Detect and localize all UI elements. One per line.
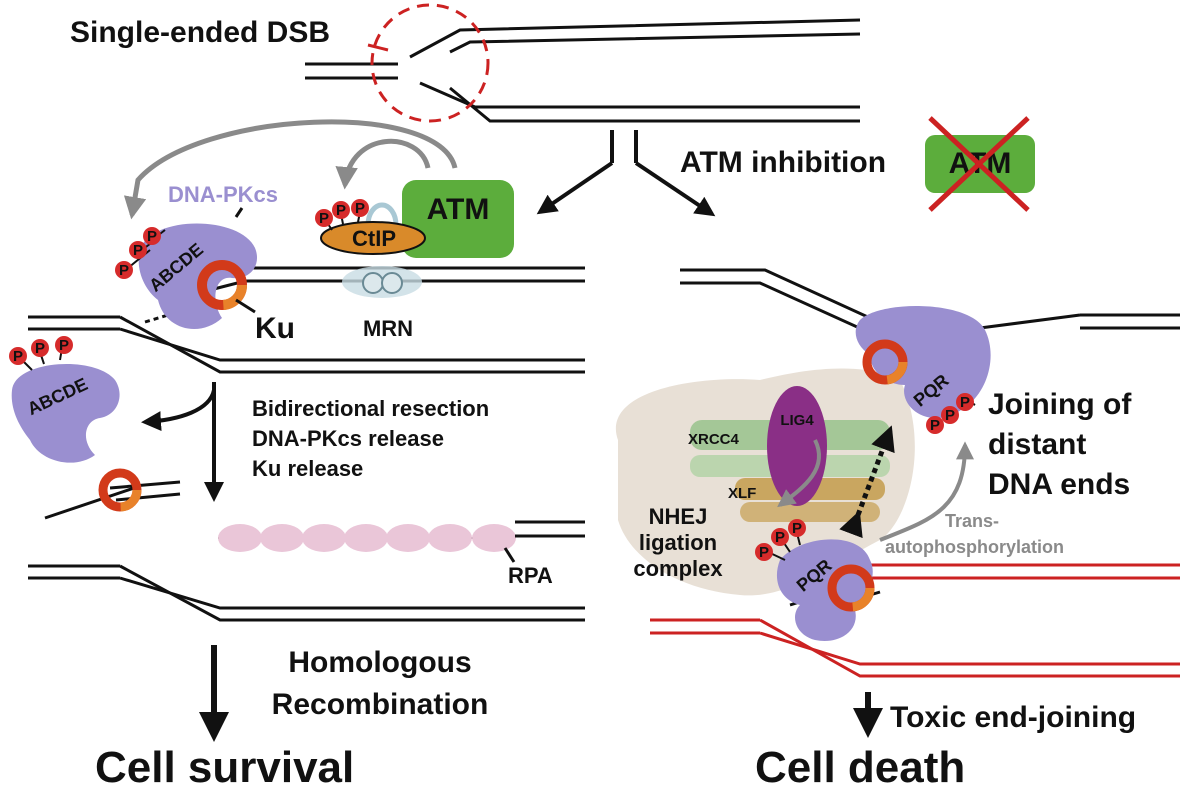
toxic-dna: [650, 563, 1180, 678]
dsb-circle-icon: [370, 3, 490, 123]
phospho-label-2: P: [133, 242, 143, 259]
released-phospho-1: P: [13, 348, 23, 365]
ctip-phospho-2: P: [336, 202, 346, 219]
resection-arrows: [141, 382, 224, 502]
xlf-label: XLF: [728, 485, 756, 502]
atm-label: ATM: [427, 193, 490, 226]
pqr-phospho-2: P: [945, 407, 955, 424]
hr-label-1: Homologous: [288, 646, 471, 679]
ku-ring-icon: [197, 260, 247, 310]
mrn-label: MRN: [363, 316, 413, 341]
synapsis-arrow: [839, 425, 895, 539]
atm-to-dnapkcs-arrow: [123, 119, 458, 220]
trans-label-1: Trans-: [945, 511, 999, 531]
dna-pkcs-bound: ABCDE: [138, 223, 258, 330]
joining-label-1: Joining of: [988, 388, 1132, 421]
nhej-label-3: complex: [633, 556, 723, 581]
atm-to-ctip-arrow: [335, 138, 431, 190]
released-ku: [44, 468, 181, 520]
rpa-filament: [218, 520, 585, 563]
hr-label-2: Recombination: [272, 688, 489, 721]
lig4-label: LIG4: [780, 412, 814, 429]
pqr-lower-phospho-1: P: [759, 544, 769, 561]
pqr-upper: PQR P P P: [855, 306, 991, 434]
dsb-pointer: [367, 43, 389, 52]
ctip-phospho-icon: P P P: [315, 199, 369, 231]
ctip-label: CtIP: [352, 226, 396, 251]
phospho-label-3: P: [147, 228, 157, 245]
phospho-label-1: P: [119, 262, 129, 279]
joining-label-2: distant: [988, 428, 1086, 461]
trans-arrow: [879, 441, 974, 542]
phospho-icon: P P P: [115, 227, 166, 279]
ctip-phospho-3: P: [355, 200, 365, 217]
top-dna: [305, 18, 861, 123]
released-phospho-2: P: [35, 340, 45, 357]
cell-death-label: Cell death: [755, 743, 965, 792]
dna-pkcs-pointer: [234, 207, 244, 218]
pqr-lower: PQR P P P: [755, 519, 875, 641]
left-dna-lower: [28, 564, 585, 622]
joining-label-3: DNA ends: [988, 468, 1130, 501]
branch-arrows: [536, 130, 716, 217]
pqr-lower-phospho-3: P: [792, 520, 802, 537]
rpa-label: RPA: [508, 563, 553, 588]
ku-label: Ku: [255, 312, 295, 345]
ctip-phospho-1: P: [319, 210, 329, 227]
pqr-lower-phospho-2: P: [775, 529, 785, 546]
lig4-arrow: [777, 439, 822, 508]
xrcc4-label: XRCC4: [688, 431, 740, 448]
trans-label-2: autophosphorylation: [885, 537, 1064, 557]
toxic-label: Toxic end-joining: [890, 701, 1136, 734]
pqr-phospho-3: P: [930, 417, 940, 434]
resection-step-1: Bidirectional resection: [252, 396, 489, 421]
resection-step-3: Ku release: [252, 456, 363, 481]
released-dna-pkcs: ABCDE P P P: [9, 336, 120, 463]
atm-crossed-icon: ATM: [925, 116, 1035, 212]
nhej-label-1: NHEJ: [649, 504, 708, 529]
pqr-phospho-1: P: [960, 394, 970, 411]
atm-inhibition-label: ATM inhibition: [680, 146, 886, 179]
released-phospho-3: P: [59, 337, 69, 354]
cell-survival-label: Cell survival: [95, 743, 354, 792]
resection-step-2: DNA-PKcs release: [252, 426, 444, 451]
left-dna-upper: [28, 266, 585, 374]
ctip-complex: CtIP: [320, 221, 426, 255]
nhej-label-2: ligation: [639, 530, 717, 555]
ku-pointer: [235, 298, 256, 314]
atm-complex: ATM: [402, 180, 514, 258]
dsb-label: Single-ended DSB: [70, 16, 330, 49]
dna-pkcs-label: DNA-PKcs: [168, 182, 278, 207]
